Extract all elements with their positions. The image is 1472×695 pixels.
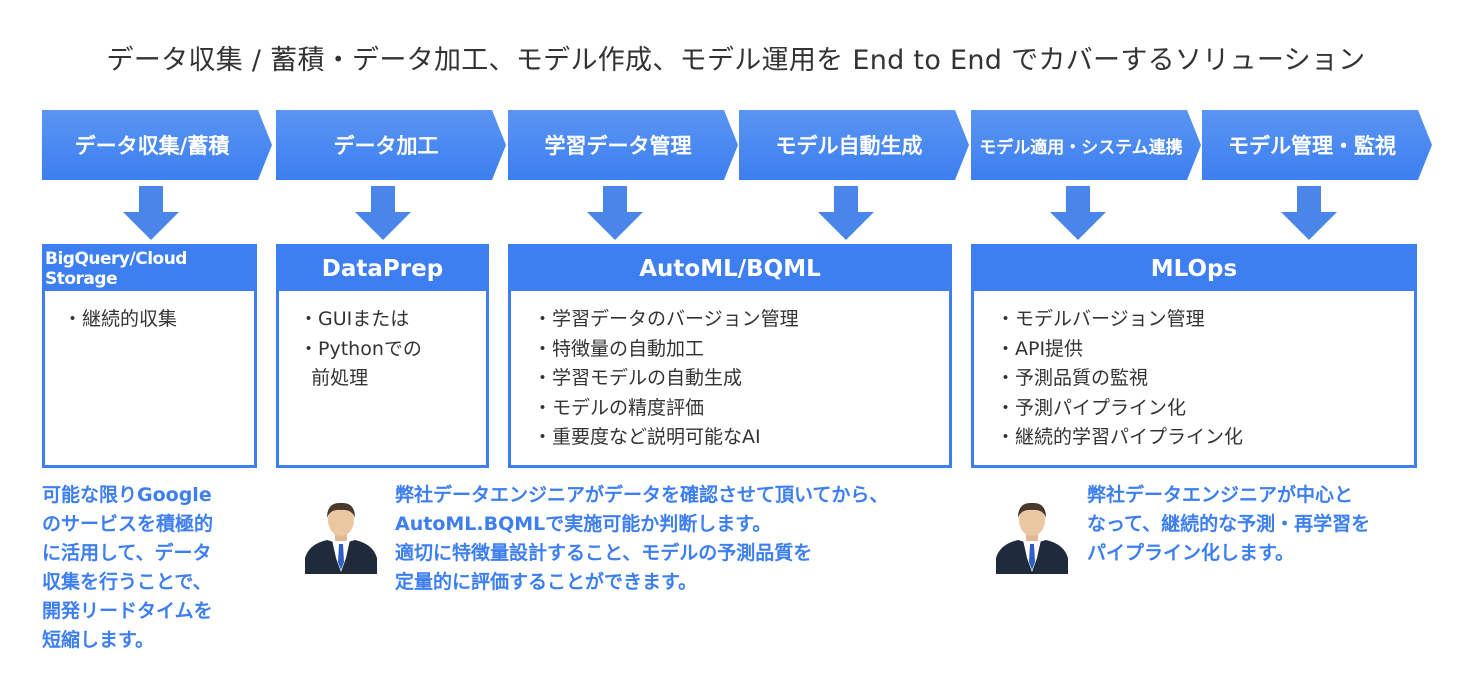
panel-title: AutoML/BQML — [511, 247, 949, 291]
panel-item-list: ・継続的収集 — [45, 291, 254, 335]
list-item: ・重要度など説明可能なAI — [533, 426, 761, 448]
step-label: モデル自動生成 — [775, 134, 923, 158]
diagram-title: データ収集 / 蓄積・データ加工、モデル作成、モデル運用を End to End… — [106, 45, 1366, 76]
step-label: 学習データ管理 — [544, 134, 692, 158]
list-item: ・予測パイプライン化 — [996, 396, 1187, 419]
list-item: ・モデルバージョン管理 — [996, 308, 1205, 330]
arrow-down-icon — [587, 186, 643, 240]
list-item: ・Pythonでの — [299, 337, 422, 360]
step-label: データ加工 — [333, 134, 439, 158]
arrow-down-icon — [355, 186, 411, 240]
arrow-down-icon — [818, 186, 874, 240]
panel-title: BigQuery/Cloud Storage — [45, 247, 254, 291]
step-data-processing: データ加工 — [276, 110, 506, 180]
panel-title: DataPrep — [279, 247, 486, 291]
note-data-collection: 可能な限りGoogle のサービスを積極的 に活用して、データ 収集を行うことで… — [42, 484, 214, 651]
list-item: ・GUIまたは — [299, 308, 410, 330]
step-model-management: モデル管理・監視 — [1202, 110, 1432, 180]
list-item: ・予測品質の監視 — [996, 367, 1149, 389]
step-label: データ収集/蓄積 — [74, 134, 230, 158]
arrow-down-icon — [1050, 186, 1106, 240]
list-item: ・継続的学習パイプライン化 — [996, 426, 1244, 448]
panel-title: MLOps — [974, 247, 1414, 291]
panel-dataprep: DataPrep ・GUIまたは ・Pythonでの 前処理 — [276, 244, 489, 468]
arrow-down-icon — [1281, 186, 1337, 240]
step-auto-model-generation: モデル自動生成 — [739, 110, 969, 180]
step-model-application: モデル適用・システム連携 — [971, 110, 1201, 180]
list-item: ・継続的収集 — [63, 308, 178, 330]
panel-automl-bqml: AutoML/BQML ・学習データのバージョン管理 ・特徴量の自動加工 ・学習… — [508, 244, 952, 468]
list-item: 前処理 — [299, 367, 369, 389]
list-item: ・学習モデルの自動生成 — [533, 367, 743, 389]
panel-bigquery: BigQuery/Cloud Storage ・継続的収集 — [42, 244, 257, 468]
panel-item-list: ・GUIまたは ・Pythonでの 前処理 — [279, 291, 486, 394]
step-data-collection: データ収集/蓄積 — [42, 110, 272, 180]
note-pipeline: 弊社データエンジニアが中心と なって、継続的な予測・再学習を パイプライン化しま… — [1087, 484, 1371, 564]
arrow-down-icon — [123, 186, 179, 240]
businessman-icon — [305, 502, 377, 574]
step-label: モデル管理・監視 — [1228, 134, 1396, 158]
note-automl-check: 弊社データエンジニアがデータを確認させて頂いてから、 AutoML.BQMLで実… — [395, 484, 889, 593]
list-item: ・学習データのバージョン管理 — [533, 308, 799, 330]
panel-item-list: ・学習データのバージョン管理 ・特徴量の自動加工 ・学習モデルの自動生成 ・モデ… — [511, 291, 949, 453]
list-item: ・モデルの精度評価 — [533, 396, 705, 419]
step-training-data-management: 学習データ管理 — [508, 110, 738, 180]
step-label: モデル適用・システム連携 — [979, 137, 1183, 158]
panel-mlops: MLOps ・モデルバージョン管理 ・API提供 ・予測品質の監視 ・予測パイプ… — [971, 244, 1417, 468]
list-item: ・API提供 — [996, 337, 1084, 360]
businessman-icon — [996, 502, 1068, 574]
panel-item-list: ・モデルバージョン管理 ・API提供 ・予測品質の監視 ・予測パイプライン化 ・… — [974, 291, 1414, 453]
list-item: ・特徴量の自動加工 — [533, 337, 705, 360]
